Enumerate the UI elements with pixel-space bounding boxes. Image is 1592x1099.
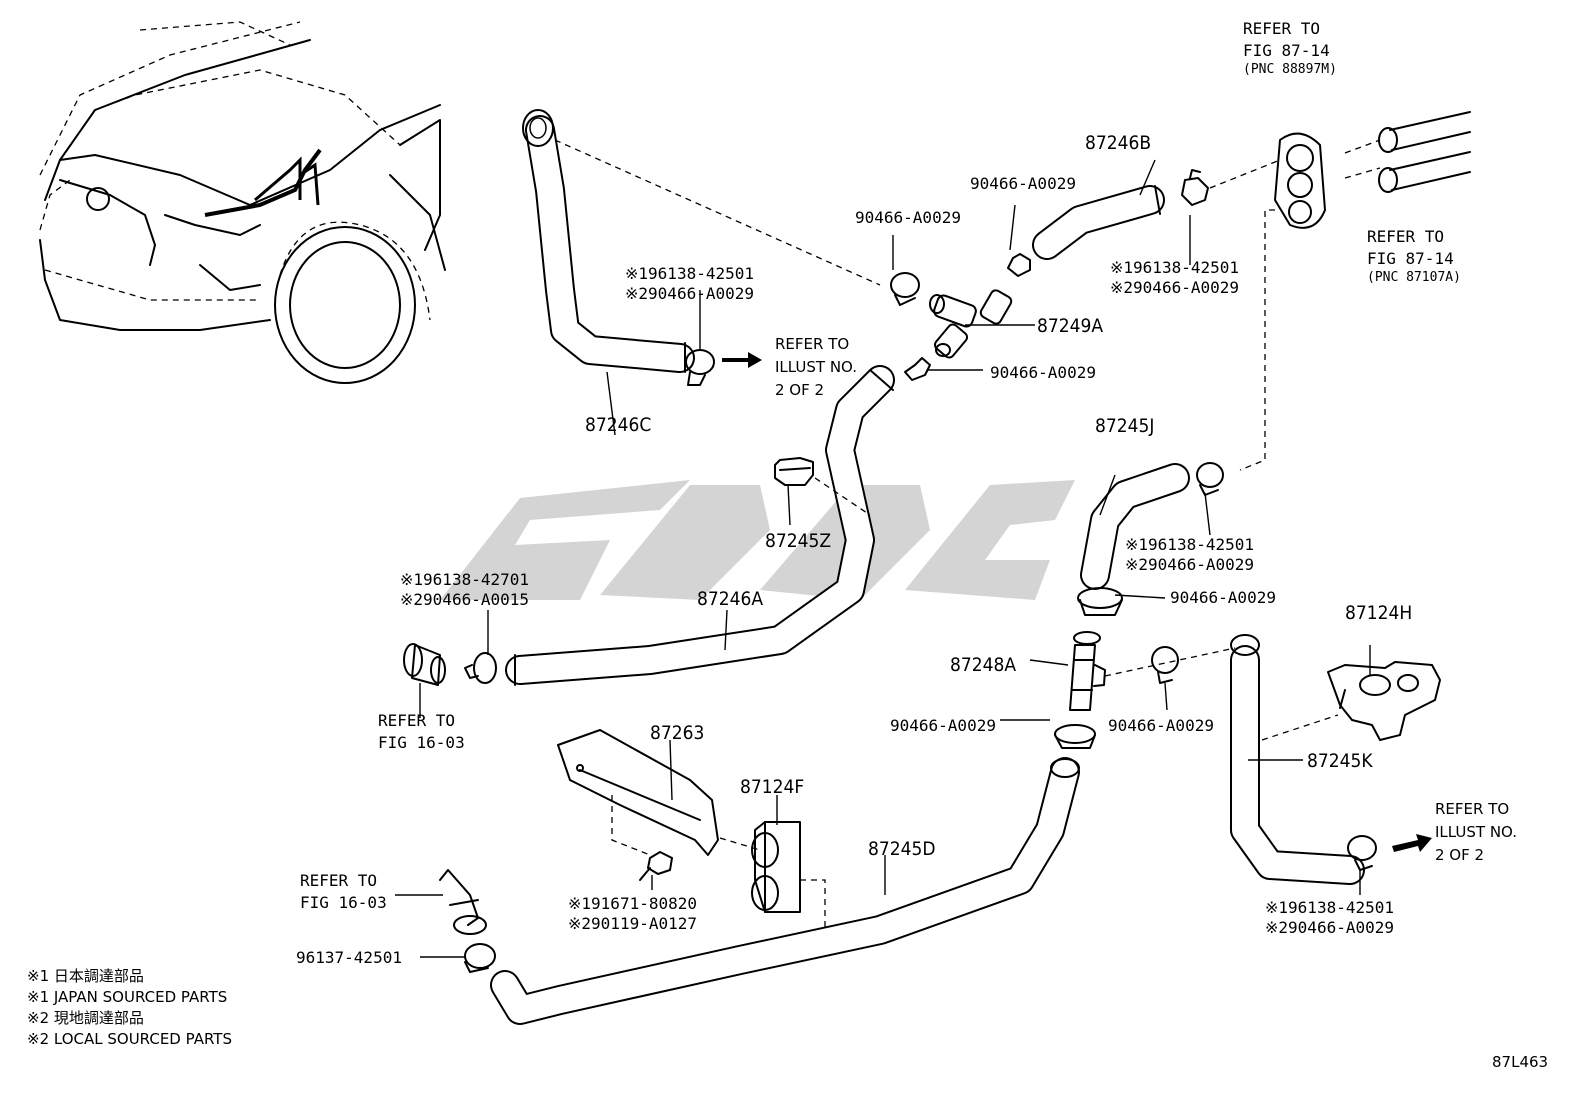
hose-clamp-icon — [1151, 646, 1179, 684]
hose-87245D — [490, 757, 1080, 1025]
part-label-87245D[interactable]: 87245D — [868, 838, 936, 860]
part-label-87263[interactable]: 87263 — [650, 722, 705, 744]
arrow-right-icon — [1392, 834, 1432, 852]
dual-code-label[interactable]: ※196138-42501※290466-A0029 — [1265, 898, 1394, 937]
clip-label[interactable]: 90466-A0029 — [1108, 716, 1214, 735]
reference-fig-16-03-mid[interactable]: REFER TO FIG 16-03 — [378, 711, 465, 752]
grommet-88897M — [1274, 132, 1326, 229]
heater-pipes — [1378, 111, 1471, 193]
hose-clamp-icon — [464, 652, 497, 684]
hose-87246B — [1032, 185, 1165, 260]
pipe-fig16-03-mid — [403, 643, 446, 686]
joint-87248A — [1054, 587, 1123, 749]
dual-code-label[interactable]: ※196138-42501※290466-A0029 — [1125, 535, 1254, 574]
clip-87124F — [751, 821, 801, 913]
dual-code-label[interactable]: ※196138-42701※290466-A0015 — [400, 570, 529, 609]
bolt-icon — [639, 851, 673, 881]
clip-label[interactable]: 96137-42501 — [296, 948, 402, 967]
reference-fig-87-14-bottom[interactable]: REFER TO FIG 87-14 (PNC 87107A) — [1367, 227, 1461, 285]
reference-illust-lower[interactable]: REFER TO ILLUST NO. 2 OF 2 — [1435, 800, 1518, 864]
part-label-87246B[interactable]: 87246B — [1085, 132, 1152, 154]
dual-code-label[interactable]: ※196138-42501※290466-A0029 — [1110, 258, 1239, 297]
part-label-87124H[interactable]: 87124H — [1345, 602, 1413, 624]
hose-87246A — [505, 365, 895, 686]
hose-87245K — [1230, 634, 1365, 885]
dual-code-label[interactable]: ※196138-42501※290466-A0029 — [625, 264, 754, 303]
clip-87245Z — [774, 457, 814, 486]
hose-87246C — [522, 109, 695, 373]
clip-label[interactable]: 90466-A0029 — [990, 363, 1096, 382]
part-label-87246A[interactable]: 87246A — [697, 588, 764, 610]
watermark-logo — [440, 480, 1075, 600]
hose-clamp-icon — [904, 357, 931, 381]
part-label-87248A[interactable]: 87248A — [950, 654, 1017, 676]
car-front-illustration — [39, 21, 446, 384]
reference-fig-16-03-low[interactable]: REFER TO FIG 16-03 — [300, 871, 387, 912]
hose-clamp-icon — [1007, 253, 1031, 277]
hose-clamp-icon — [1196, 462, 1224, 496]
pipe-fig16-03-lower — [439, 869, 487, 935]
dual-code-label[interactable]: ※191671-80820※290119-A0127 — [568, 894, 697, 933]
part-label-87245K[interactable]: 87245K — [1307, 750, 1373, 772]
hose-clamp-icon — [890, 272, 920, 306]
reference-illust-upper[interactable]: REFER TO ILLUST NO. 2 OF 2 — [775, 335, 858, 399]
hose-clamp-icon — [1181, 169, 1209, 206]
arrow-right-icon — [722, 352, 762, 368]
tee-joint-87249A — [929, 289, 1013, 359]
hose-87245J — [1080, 463, 1190, 590]
part-label-87124F[interactable]: 87124F — [740, 776, 805, 798]
reference-fig-87-14-top[interactable]: REFER TO FIG 87-14 (PNC 88897M) — [1243, 19, 1337, 77]
clip-label[interactable]: 90466-A0029 — [855, 208, 961, 227]
part-label-87249A[interactable]: 87249A — [1037, 315, 1104, 337]
clip-label[interactable]: 90466-A0029 — [1170, 588, 1276, 607]
clip-label[interactable]: 90466-A0029 — [890, 716, 996, 735]
hose-clamp-icon — [464, 943, 496, 973]
leader-lines — [395, 159, 1371, 958]
part-label-87246C[interactable]: 87246C — [585, 414, 652, 436]
part-label-87245J[interactable]: 87245J — [1095, 415, 1155, 437]
bracket-87263 — [557, 729, 719, 856]
part-label-87245Z[interactable]: 87245Z — [765, 530, 832, 552]
footnotes: ※1 日本調達部品 ※1 JAPAN SOURCED PARTS ※2 現地調達… — [27, 967, 232, 1048]
figure-code: 87L463 — [1492, 1053, 1549, 1071]
bracket-87124H — [1327, 661, 1441, 741]
clip-label[interactable]: 90466-A0029 — [970, 174, 1076, 193]
